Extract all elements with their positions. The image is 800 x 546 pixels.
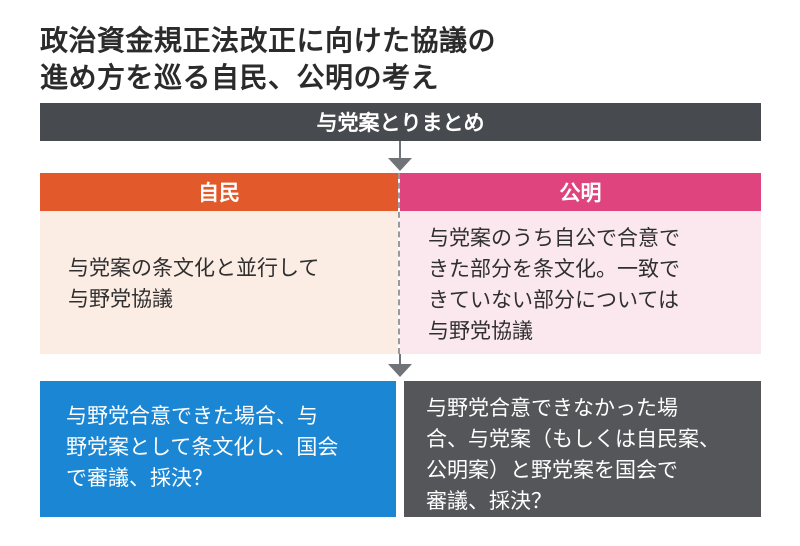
outcome-no-agreement-line: 合、与党案（もしくは自民案、 (426, 427, 720, 451)
outcome-agreement-box: 与野党合意できた場合、与 野党案として条文化し、国会 で審議、採決？ (40, 381, 396, 517)
ldp-position-box: 与党案の条文化と並行して 与野党協議 (40, 211, 398, 354)
ldp-position-line: 与野党協議 (68, 287, 173, 311)
outcome-no-agreement-line: 与野党合意できなかった場 (426, 396, 678, 420)
komeito-position-line: きた部分を条文化。一致で (428, 257, 680, 281)
komeito-position-box: 与党案のうち自公で合意で きた部分を条文化。一致で きていない部分については 与… (400, 211, 761, 354)
ruling-party-plan-label: 与党案とりまとめ (316, 111, 485, 135)
title-line-1: 政治資金規正法改正に向けた協議の (40, 24, 497, 57)
ldp-header-label: 自民 (198, 181, 240, 205)
down-arrow-icon (388, 364, 412, 377)
connector-line-bottom (399, 354, 401, 366)
komeito-position-line: きていない部分については (428, 288, 679, 312)
outcome-no-agreement-line: 公明案）と野党案を国会で (426, 458, 678, 482)
outcome-no-agreement-box: 与野党合意できなかった場 合、与党案（もしくは自民案、 公明案）と野党案を国会で… (404, 381, 761, 517)
ldp-header: 自民 (40, 173, 398, 211)
komeito-position-line: 与党案のうち自公で合意で (428, 226, 680, 250)
ldp-position-line: 与党案の条文化と並行して (68, 256, 320, 280)
column-divider (398, 173, 400, 354)
down-arrow-icon (388, 158, 412, 171)
diagram-title: 政治資金規正法改正に向けた協議の 進め方を巡る自民、公明の考え (40, 22, 496, 96)
outcome-no-agreement-line: 審議、採決？ (426, 489, 552, 513)
ruling-party-plan-bar: 与党案とりまとめ (40, 103, 761, 141)
komeito-header: 公明 (400, 173, 761, 211)
connector-line-top (399, 141, 401, 161)
outcome-agreement-line: 野党案として条文化し、国会 (66, 435, 339, 459)
komeito-position-line: 与野党協議 (428, 319, 533, 343)
title-line-2: 進め方を巡る自民、公明の考え (40, 61, 440, 94)
komeito-header-label: 公明 (559, 181, 602, 205)
outcome-agreement-line: 与野党合意できた場合、与 (66, 404, 318, 428)
outcome-agreement-line: で審議、採決？ (66, 466, 213, 490)
